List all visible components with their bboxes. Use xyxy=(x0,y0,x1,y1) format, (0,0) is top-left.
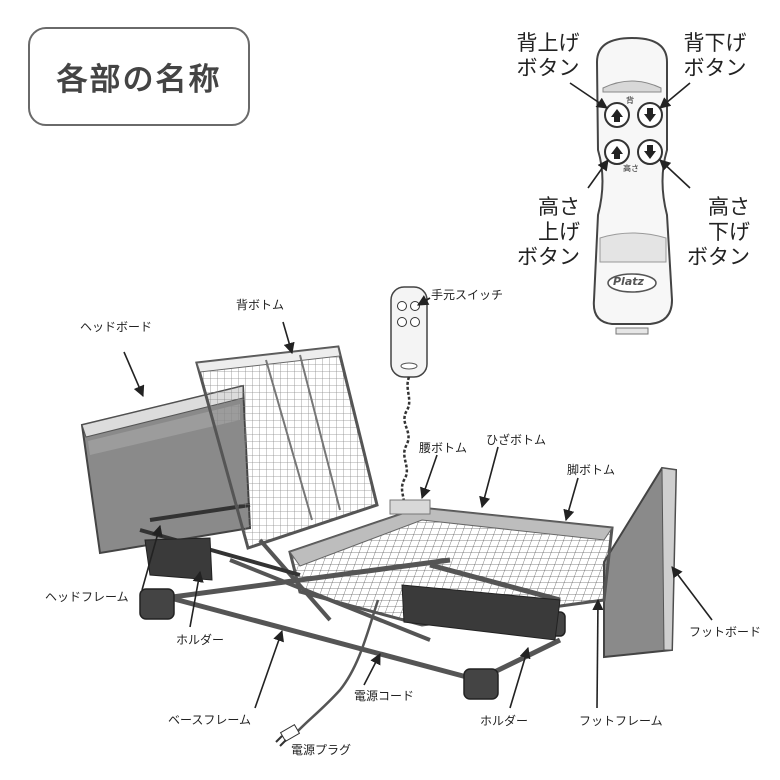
back-down-label: 背下げボタン xyxy=(683,31,747,80)
brand-logo-oval xyxy=(607,273,657,293)
label-base-frame: ベースフレーム xyxy=(168,713,252,727)
back-down-icon xyxy=(637,102,663,128)
footboard xyxy=(603,466,678,659)
label-hand-switch: 手元スイッチ xyxy=(431,288,504,302)
height-up-icon xyxy=(604,139,630,165)
back-up-icon xyxy=(604,102,630,128)
label-head-frame: ヘッドフレーム xyxy=(45,590,129,604)
back-up-label: 背上げボタン xyxy=(516,31,580,80)
holders xyxy=(144,537,561,641)
label-foot-frame: フットフレーム xyxy=(579,714,663,728)
mattress-frame xyxy=(288,499,614,627)
remote-large xyxy=(569,36,691,335)
head-frame-rail xyxy=(139,503,301,577)
height-down-label: 高さ下げボタン xyxy=(687,195,750,269)
height-up-label: 高さ上げボタン xyxy=(517,195,580,269)
section-back-label: 背 xyxy=(626,96,634,105)
label-knee-bottom: ひざボトム xyxy=(486,433,547,447)
label-power-plug: 電源プラグ xyxy=(291,743,352,757)
section-height-label: 高さ xyxy=(623,164,639,173)
label-waist-bottom: 腰ボトム xyxy=(419,441,468,455)
remote-small xyxy=(390,286,428,513)
page-title: 各部の名称 xyxy=(28,27,250,126)
label-headboard: ヘッドボード xyxy=(80,320,153,334)
brand-logo: Platz xyxy=(613,275,644,288)
label-footboard: フットボード xyxy=(689,625,762,639)
power-cord xyxy=(275,599,380,747)
callout-arrows xyxy=(123,295,713,709)
label-holder-right: ホルダー xyxy=(480,714,529,728)
label-power-cord: 電源コード xyxy=(354,689,415,703)
label-leg-bottom: 脚ボトム xyxy=(567,463,616,477)
label-back-bottom: 背ボトム xyxy=(236,298,285,312)
height-down-icon xyxy=(637,139,663,165)
back-bottom xyxy=(195,345,379,550)
label-holder-left: ホルダー xyxy=(176,633,225,647)
